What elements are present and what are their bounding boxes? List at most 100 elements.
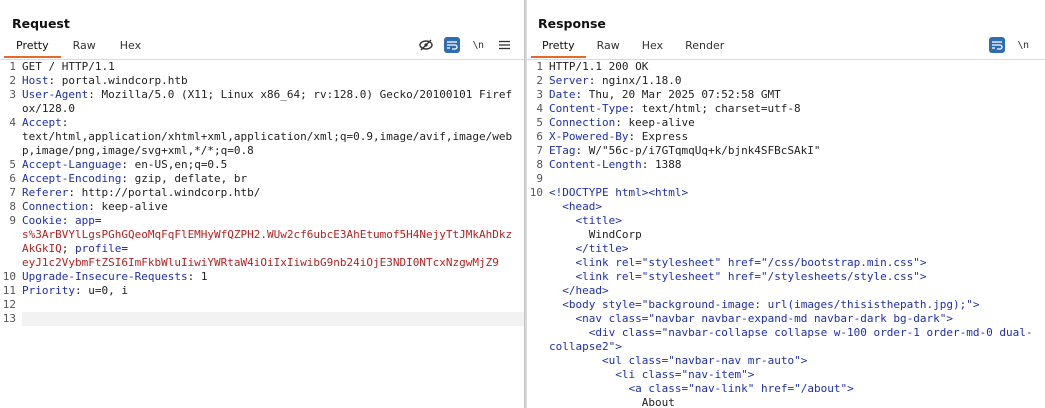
line-number	[527, 228, 549, 242]
code-token: <link	[575, 270, 616, 283]
code-line[interactable]: <link rel="stylesheet" href="/css/bootst…	[527, 256, 1045, 270]
tab-hex[interactable]: Hex	[641, 39, 664, 52]
code-token: : en-US,en;q=0.5	[121, 158, 228, 171]
tab-pretty[interactable]: Pretty	[4, 38, 61, 58]
menu-icon[interactable]	[496, 37, 512, 53]
code-token: : nginx/1.18.0	[588, 74, 682, 87]
code-token: : keep-alive	[615, 116, 695, 129]
pane-divider[interactable]	[524, 0, 527, 408]
wrap-lines-icon[interactable]	[444, 37, 460, 53]
code-token: <nav	[575, 312, 609, 325]
newline-icon[interactable]: \n	[472, 39, 484, 51]
code-token: : Thu, 20 Mar 2025 07:52:58 GMT	[575, 88, 781, 101]
code-line[interactable]: 9	[527, 172, 1045, 186]
code-token: "nav-link"	[688, 382, 761, 395]
code-token: class=	[628, 354, 669, 367]
code-line[interactable]: <title>	[527, 214, 1045, 228]
code-token: :	[61, 214, 75, 227]
tab-raw[interactable]: Raw	[596, 39, 620, 52]
code-token: class=	[648, 382, 689, 395]
code-token: href=	[727, 270, 761, 283]
wrap-lines-icon[interactable]	[989, 37, 1005, 53]
code-token: User-Agent	[22, 88, 89, 101]
tab-pretty[interactable]: Pretty	[531, 38, 586, 58]
code-line[interactable]: </head>	[527, 284, 1045, 298]
code-line[interactable]: 13	[0, 312, 524, 326]
eye-off-icon[interactable]	[418, 37, 434, 53]
line-number	[527, 200, 549, 214]
code-token: <!DOCTYPE html>	[549, 186, 649, 199]
code-line[interactable]: </title>	[527, 242, 1045, 256]
code-line[interactable]: <div class="navbar-collapse collapse w-1…	[527, 326, 1045, 354]
line-number: 11	[2, 284, 16, 297]
code-line[interactable]: <body style="background-image: url(image…	[527, 298, 1045, 312]
tab-render[interactable]: Render	[685, 39, 725, 52]
code-token: profile	[75, 242, 122, 255]
code-line[interactable]: <link rel="stylesheet" href="/stylesheet…	[527, 270, 1045, 284]
code-token: class=	[608, 312, 649, 325]
line-text: <ul class="navbar-nav mr-auto">	[549, 354, 1045, 368]
line-number: 6	[9, 172, 16, 185]
code-token	[549, 200, 562, 213]
line-number: 3	[9, 88, 16, 101]
code-token: About	[549, 396, 675, 408]
code-line[interactable]: About	[527, 396, 1045, 408]
code-token: >	[972, 298, 980, 311]
code-token: "navbar-collapse collapse w-100 order-1 …	[549, 326, 1033, 353]
code-token: : gzip, deflate, br	[121, 172, 248, 185]
code-line[interactable]: <li class="nav-item">	[527, 368, 1045, 382]
response-title: Response	[538, 16, 606, 31]
line-number: 12	[2, 298, 16, 311]
code-line[interactable]: 12	[0, 298, 524, 312]
line-number	[527, 326, 549, 354]
code-line[interactable]: <head>	[527, 200, 1045, 214]
code-token: <title>	[575, 214, 622, 227]
code-token: <li	[615, 368, 642, 381]
line-text: </title>	[549, 242, 1045, 256]
code-token: Server	[549, 74, 589, 87]
code-token	[549, 284, 562, 297]
code-token: >	[946, 312, 954, 325]
code-token: Accept-Language	[22, 158, 122, 171]
code-token	[549, 382, 628, 395]
line-number: 5	[536, 116, 543, 129]
tab-raw[interactable]: Raw	[72, 39, 96, 52]
code-line[interactable]: <nav class="navbar navbar-expand-md navb…	[527, 312, 1045, 326]
code-token: Content-Type	[549, 102, 629, 115]
line-number: 2	[536, 74, 543, 87]
tab-hex[interactable]: Hex	[119, 39, 142, 52]
code-line[interactable]: <ul class="navbar-nav mr-auto">	[527, 354, 1045, 368]
line-number	[527, 256, 549, 270]
code-token: <link	[575, 256, 616, 269]
code-line[interactable]: 10<!DOCTYPE html><html>	[527, 186, 1045, 200]
code-line[interactable]: WindCorp	[527, 228, 1045, 242]
line-text: About	[549, 396, 1045, 408]
line-text: <nav class="navbar navbar-expand-md navb…	[549, 312, 1045, 326]
code-token: "/about"	[794, 382, 848, 395]
code-line[interactable]: 2 Server: nginx/1.18.0	[527, 74, 1045, 88]
newline-icon[interactable]: \n	[1017, 39, 1029, 51]
code-line[interactable]: <a class="nav-link" href="/about">	[527, 382, 1045, 396]
code-token: "stylesheet"	[641, 256, 728, 269]
